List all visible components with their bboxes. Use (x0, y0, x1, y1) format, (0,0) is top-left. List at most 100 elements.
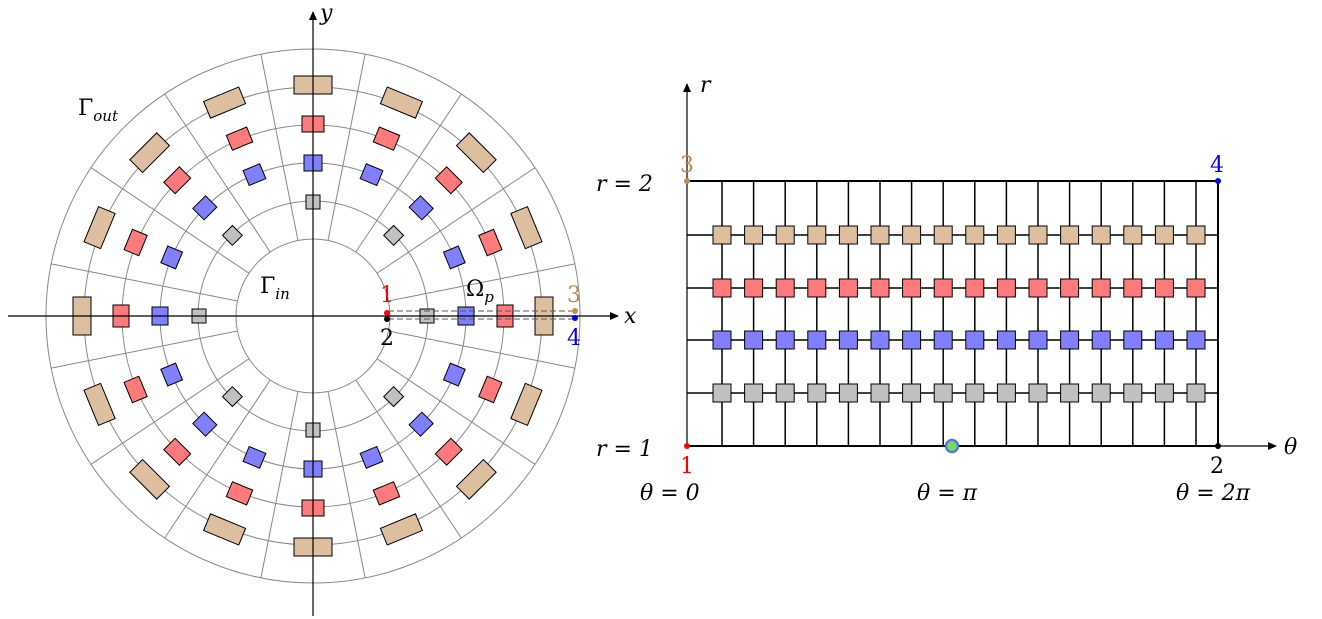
grid-block-tan (933, 225, 953, 245)
annulus-spoke (164, 379, 271, 539)
x-axis-label: x (624, 304, 637, 329)
annulus-spokes (51, 54, 575, 578)
domain-label: Ωp (466, 277, 494, 306)
annulus-block-red (123, 375, 148, 404)
corner-point-2 (384, 316, 390, 322)
inner-boundary-subscript: in (275, 285, 289, 303)
grid-block-tan (744, 225, 764, 245)
annulus-block-red (434, 166, 463, 195)
grid-block-blue (744, 330, 764, 350)
y-axis-label: y (319, 1, 333, 26)
grid-block-gray (933, 383, 953, 403)
grid-block-tan (838, 225, 858, 245)
annulus-block-blue (160, 362, 184, 387)
inner-boundary-symbol: Γ (260, 274, 275, 299)
annulus-spoke (260, 391, 299, 578)
corner-label-2: 2 (380, 326, 394, 351)
corner-label-1: 1 (680, 454, 694, 479)
annulus-block-blue (160, 245, 184, 270)
annulus-block-tan (510, 205, 543, 250)
grid-block-blue (1154, 330, 1174, 350)
annulus-block-gray (383, 386, 405, 408)
annulus-block-tan (129, 458, 171, 500)
annulus-block-blue (442, 245, 466, 270)
grid-block-gray (996, 383, 1016, 403)
theta-mid-label: θ = π (917, 481, 978, 506)
grid-block-tan (775, 225, 795, 245)
corner-label-4: 4 (1210, 153, 1224, 178)
grid-block-gray (965, 383, 985, 403)
grid-block-tan (870, 225, 890, 245)
grid-block-red (1154, 278, 1174, 298)
annulus-spoke (164, 93, 271, 253)
grid-block-blue (870, 330, 890, 350)
grid-block-red (933, 278, 953, 298)
grid-block-red (870, 278, 890, 298)
grid-block-gray (1091, 383, 1111, 403)
annulus-spoke (388, 330, 575, 369)
annulus-block-red (434, 437, 463, 466)
annulus-block-tan (379, 86, 424, 119)
r-axis-label: r (700, 73, 712, 98)
grid-block-blue (838, 330, 858, 350)
grid-block-tan (996, 225, 1016, 245)
grid-block-tan (1123, 225, 1143, 245)
grid-block-gray (838, 383, 858, 403)
annulus-block-tan (379, 513, 424, 546)
corner-label-3: 3 (680, 153, 694, 178)
outer-boundary-subscript: out (93, 107, 119, 125)
annulus-block-tan (83, 382, 116, 427)
grid-block-red (1091, 278, 1111, 298)
annulus-block-red (372, 126, 401, 151)
grid-block-tan (1028, 225, 1048, 245)
grid-block-red (712, 278, 732, 298)
annulus-block-red (225, 481, 254, 506)
annulus-block-blue (359, 445, 384, 469)
corner-label-1: 1 (380, 283, 394, 308)
theta-axis-label: θ (1284, 435, 1297, 460)
annulus-block-red (478, 375, 503, 404)
grid-block-tan (1060, 225, 1080, 245)
corner-point-2 (1215, 443, 1221, 449)
corner-point-3 (684, 178, 690, 184)
grid-block-blue (902, 330, 922, 350)
annulus-block-red (225, 126, 254, 151)
grid-block-blue (1028, 330, 1048, 350)
theta-end-label: θ = 2π (1176, 481, 1251, 506)
grid-block-blue (1123, 330, 1143, 350)
grid-block-gray (744, 383, 764, 403)
grid-block-gray (1186, 383, 1206, 403)
inner-boundary-label: Γin (260, 274, 290, 303)
grid-block-gray (902, 383, 922, 403)
grid-block-tan (902, 225, 922, 245)
grid-block-blue (1186, 330, 1206, 350)
grid-block-red (902, 278, 922, 298)
annulus-block-tan (129, 132, 171, 174)
grid-block-blue (996, 330, 1016, 350)
annulus-block-tan (510, 382, 543, 427)
annulus-spoke (260, 54, 299, 241)
grid-block-gray (870, 383, 890, 403)
grid-block-gray (807, 383, 827, 403)
grid-block-gray (1060, 383, 1080, 403)
corner-point-1 (384, 310, 390, 316)
grid-block-blue (965, 330, 985, 350)
annulus-spoke (327, 54, 366, 241)
parameter-blocks (712, 225, 1206, 403)
grid-block-blue (807, 330, 827, 350)
annulus-block-red (478, 228, 503, 257)
annulus-spoke (388, 263, 575, 302)
outer-boundary-label: Γout (78, 96, 119, 125)
grid-block-red (996, 278, 1016, 298)
annulus-spoke (355, 379, 462, 539)
grid-block-red (807, 278, 827, 298)
annulus-spoke (51, 263, 238, 302)
r-bottom-label: r = 1 (596, 437, 653, 462)
theta-pi-point (944, 438, 960, 454)
corner-label-2: 2 (1210, 454, 1224, 479)
outer-boundary-symbol: Γ (78, 96, 93, 121)
annulus-spoke (90, 358, 250, 465)
annulus-block-blue (359, 163, 384, 187)
annulus-block-blue (192, 195, 218, 221)
annulus-block-tan (455, 132, 497, 174)
